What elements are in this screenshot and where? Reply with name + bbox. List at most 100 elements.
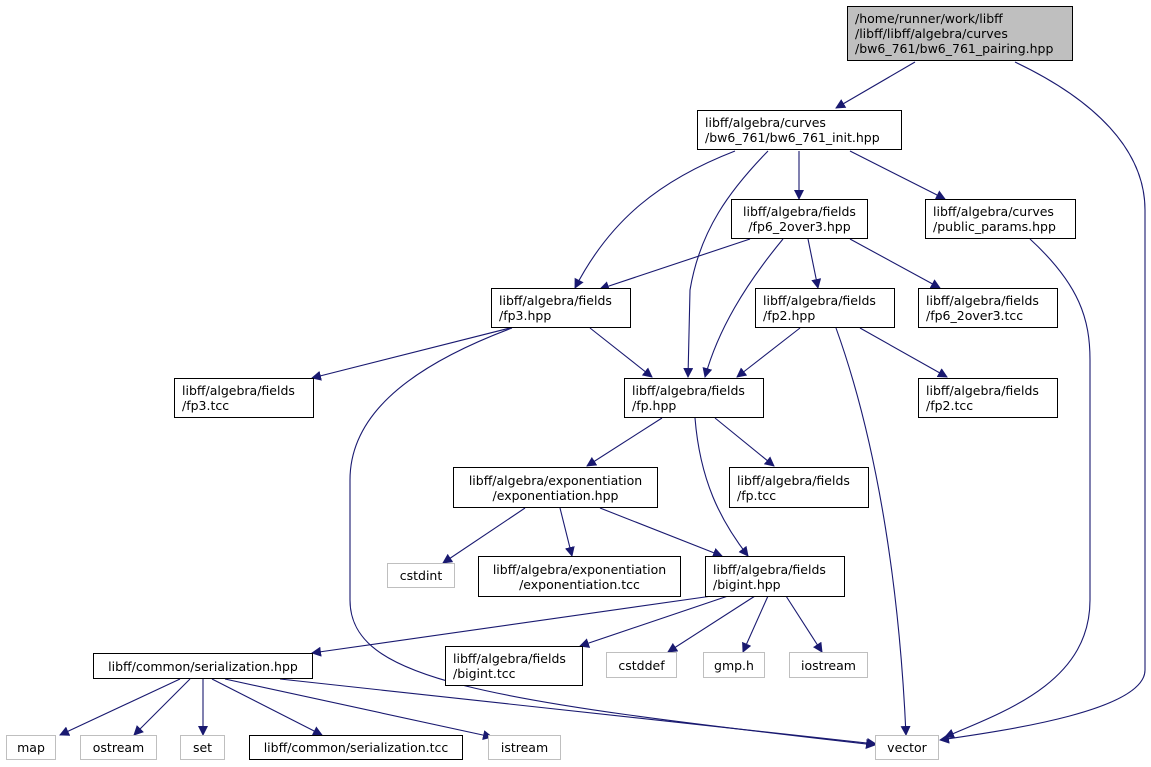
edge-bigint-hpp-to-serialization-hpp [311, 595, 713, 657]
node-line: vector [887, 740, 927, 755]
node-istream: istream [488, 735, 561, 760]
node-ostream: ostream [80, 735, 157, 760]
edge-bw6-init-to-fp3-hpp [574, 150, 736, 289]
edge-serialization-hpp-to-map [59, 678, 181, 736]
edge-fp2-hpp-to-fp-hpp [736, 327, 801, 378]
node-line: libff/algebra/fields [713, 561, 826, 577]
edge-bw6-init-to-fp-hpp [683, 150, 769, 378]
edge-fp-hpp-to-exp-hpp [586, 417, 663, 467]
node-line: /public_params.hpp [933, 219, 1056, 234]
edge-fp3-hpp-to-fp3-tcc [311, 327, 511, 381]
node-line: libff/algebra/curves [933, 204, 1054, 219]
node-line: istream [500, 740, 549, 755]
node-line: map [17, 740, 45, 755]
node-line: cstdint [399, 568, 443, 583]
edge-serialization-hpp-to-istream [224, 678, 493, 740]
node-line: /exponentiation.hpp [492, 487, 619, 503]
node-fp6-2over3-hpp[interactable]: libff/algebra/fields /fp6_2over3.hpp [731, 199, 868, 239]
node-vector: vector [875, 735, 939, 760]
edge-serialization-hpp-to-serialization-tcc [211, 678, 323, 736]
node-line: /fp.hpp [632, 398, 677, 413]
node-line: ostream [92, 740, 145, 755]
node-fp6-2over3-tcc[interactable]: libff/algebra/fields /fp6_2over3.tcc [918, 288, 1058, 328]
node-exponentiation-tcc[interactable]: libff/algebra/exponentiation /exponentia… [478, 556, 681, 597]
node-fp2-tcc[interactable]: libff/algebra/fields /fp2.tcc [918, 378, 1058, 418]
edge-fp2-hpp-to-vector [835, 327, 911, 736]
node-public-params-hpp[interactable]: libff/algebra/curves /public_params.hpp [925, 199, 1076, 239]
edge-fp6-hpp-to-fp2-hpp [807, 238, 822, 289]
node-line: /exponentiation.tcc [519, 576, 640, 592]
node-iostream: iostream [789, 652, 868, 678]
edge-public-params-to-vector [944, 238, 1091, 739]
node-line: libff/common/serialization.hpp [108, 658, 298, 674]
edge-exp-hpp-to-bigint-hpp [599, 507, 723, 558]
node-serialization-hpp[interactable]: libff/common/serialization.hpp [93, 653, 313, 679]
node-cstdint: cstdint [387, 563, 455, 588]
node-map: map [6, 735, 56, 760]
node-serialization-tcc[interactable]: libff/common/serialization.tcc [249, 735, 463, 760]
edge-bw6-init-to-public-params [849, 150, 946, 200]
node-line: /libff/libff/algebra/curves [855, 26, 1008, 41]
edge-fp2-hpp-to-fp2-tcc [859, 327, 948, 378]
node-line: cstddef [618, 657, 665, 673]
node-line: /fp6_2over3.hpp [748, 219, 851, 234]
node-bw6-761-pairing-hpp: /home/runner/work/libff /libff/libff/alg… [847, 6, 1073, 61]
node-line: /bigint.tcc [453, 666, 516, 681]
node-line: libff/algebra/curves [705, 115, 826, 130]
node-line: libff/algebra/fields [926, 383, 1039, 398]
node-line: /fp.tcc [737, 487, 777, 503]
node-fp-hpp[interactable]: libff/algebra/fields /fp.hpp [624, 378, 764, 418]
node-bigint-hpp[interactable]: libff/algebra/fields /bigint.hpp [705, 556, 845, 597]
node-exponentiation-hpp[interactable]: libff/algebra/exponentiation /exponentia… [453, 467, 658, 508]
node-bigint-tcc[interactable]: libff/algebra/fields /bigint.tcc [445, 646, 583, 686]
node-line: gmp.h [714, 657, 754, 673]
edge-fp-hpp-to-bigint-hpp [694, 417, 749, 557]
edge-bigint-hpp-to-gmp [742, 595, 769, 653]
node-line: /fp3.tcc [182, 398, 230, 413]
node-set: set [180, 735, 225, 760]
node-cstddef: cstddef [606, 652, 677, 678]
node-line: set [192, 740, 213, 755]
edge-serialization-hpp-to-vector [279, 678, 877, 748]
node-line: libff/algebra/fields [743, 204, 856, 219]
node-gmp-h: gmp.h [703, 652, 765, 678]
node-fp2-hpp[interactable]: libff/algebra/fields /fp2.hpp [755, 288, 895, 328]
node-fp3-tcc[interactable]: libff/algebra/fields /fp3.tcc [174, 378, 314, 418]
edge-exp-hpp-to-cstdint [442, 507, 526, 564]
node-line: /home/runner/work/libff [855, 11, 1003, 26]
edge-fp6-hpp-to-fp3-hpp [599, 238, 751, 291]
node-line: libff/algebra/fields [453, 651, 566, 666]
edge-fp-hpp-to-fp-tcc [714, 417, 775, 467]
node-line: libff/common/serialization.tcc [263, 740, 449, 755]
edge-fp3-hpp-to-vector [349, 327, 876, 749]
node-line: /bw6_761/bw6_761_init.hpp [705, 130, 880, 145]
node-line: libff/algebra/exponentiation [468, 472, 643, 488]
node-line: iostream [801, 657, 856, 673]
node-line: /fp2.tcc [926, 398, 974, 413]
edge-root-to-vector [939, 61, 1146, 744]
edge-exp-hpp-to-exp-tcc [559, 507, 575, 557]
node-line: libff/algebra/fields [926, 293, 1039, 308]
edge-bigint-hpp-to-bigint-tcc [579, 595, 729, 648]
node-line: /bw6_761/bw6_761_pairing.hpp [855, 41, 1054, 56]
node-line: /fp3.hpp [499, 308, 552, 323]
edge-fp6-hpp-to-fp-hpp [702, 238, 784, 378]
edge-bigint-hpp-to-cstddef [667, 595, 756, 653]
edge-fp3-hpp-to-fp-hpp [589, 327, 653, 378]
node-line: libff/algebra/fields [499, 293, 612, 308]
node-fp-tcc[interactable]: libff/algebra/fields /fp.tcc [729, 467, 869, 508]
node-bw6-761-init-hpp[interactable]: libff/algebra/curves /bw6_761/bw6_761_in… [697, 110, 902, 150]
node-line: /bigint.hpp [713, 576, 781, 592]
edge-fp6-hpp-to-fp6-tcc [849, 238, 941, 289]
edge-root-to-bw6-init [835, 61, 916, 109]
node-line: libff/algebra/exponentiation [492, 561, 667, 577]
edge-bigint-hpp-to-iostream [785, 595, 823, 653]
node-line: /fp6_2over3.tcc [926, 308, 1024, 323]
node-line: /fp2.hpp [763, 308, 816, 323]
edge-serialization-hpp-to-ostream [133, 678, 191, 736]
node-line: libff/algebra/fields [182, 383, 295, 398]
node-fp3-hpp[interactable]: libff/algebra/fields /fp3.hpp [491, 288, 631, 328]
node-line: libff/algebra/fields [737, 472, 850, 488]
node-line: libff/algebra/fields [632, 383, 745, 398]
